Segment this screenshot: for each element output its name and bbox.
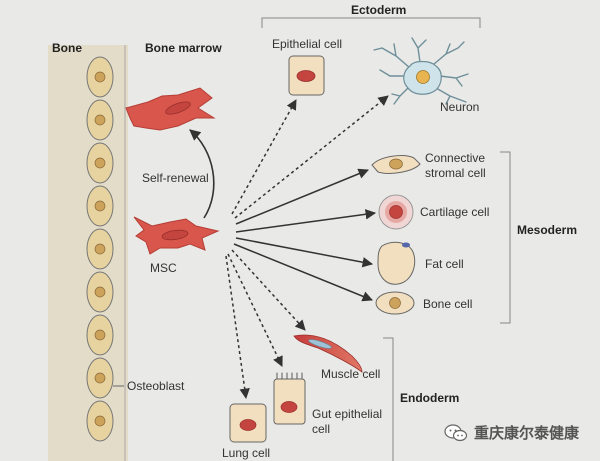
- gut-microvilli: [276, 372, 303, 380]
- osteoblast-cell: [86, 400, 114, 442]
- osteoblast-cell: [86, 185, 114, 227]
- bone-cell-label: Bone cell: [423, 297, 472, 311]
- endoderm-bracket: [383, 337, 394, 461]
- arrow-to-lung: [225, 255, 250, 400]
- osteoblast-cell: [86, 314, 114, 356]
- lung-cell-nucleus: [239, 419, 257, 431]
- watermark-text: 重庆康尔泰健康: [474, 424, 580, 442]
- arrow-to-connective: [235, 168, 369, 225]
- differentiation-arrows: [225, 95, 389, 400]
- arrow-to-neuron: [234, 95, 389, 219]
- arrow-to-gut: [227, 253, 283, 367]
- arrow-to-epithelial: [231, 99, 297, 215]
- arrow-to-cartilage: [235, 209, 377, 233]
- ectoderm-bracket: [261, 17, 481, 28]
- osteoblast-cell: [86, 56, 114, 98]
- epithelial-cell-label: Epithelial cell: [272, 37, 342, 51]
- connective-label-line2: stromal cell: [425, 166, 486, 180]
- neuron-cell: [373, 37, 469, 105]
- osteoblast-cell: [86, 99, 114, 141]
- osteoblast-cell: [86, 357, 114, 399]
- arrow-to-bone-cell: [233, 243, 373, 302]
- osteoblast-label: Osteoblast: [127, 379, 185, 393]
- msc-nucleus: [161, 229, 189, 241]
- osteoblast-cell: [86, 228, 114, 270]
- fat-cell: [377, 241, 416, 285]
- bone-cell-nucleus: [389, 297, 401, 309]
- muscle-cell-nucleus: [308, 339, 332, 349]
- header-bone-marrow: Bone marrow: [145, 41, 222, 55]
- header-endoderm: Endoderm: [400, 391, 459, 405]
- connective-stromal-nucleus: [389, 158, 403, 170]
- arrow-to-muscle: [231, 249, 306, 331]
- epithelial-cell-nucleus: [296, 70, 316, 82]
- lung-cell-label: Lung cell: [222, 446, 270, 460]
- neuron-nucleus: [416, 70, 430, 84]
- wechat-icon: [444, 423, 468, 441]
- msc-label: MSC: [150, 261, 177, 275]
- osteoblast-cell: [86, 142, 114, 184]
- header-ectoderm: Ectoderm: [351, 3, 406, 17]
- watermark: 重庆康尔泰健康: [444, 422, 579, 443]
- cartilage-cell-nucleus: [389, 205, 403, 219]
- header-mesoderm: Mesoderm: [517, 223, 577, 237]
- muscle-cell: [293, 334, 363, 373]
- neuron-label: Neuron: [440, 100, 479, 114]
- mesoderm-bracket: [500, 151, 511, 324]
- self-renewal-arrow: [189, 129, 215, 219]
- fat-cell-label: Fat cell: [425, 257, 464, 271]
- self-renewal-label: Self-renewal: [142, 171, 209, 185]
- cartilage-cell-label: Cartilage cell: [420, 205, 489, 219]
- self-renewed-msc-nucleus: [165, 101, 191, 115]
- arrow-to-fat: [235, 237, 374, 268]
- gut-label-line1: Gut epithelial: [312, 407, 382, 421]
- gut-epithelial-nucleus: [280, 401, 298, 413]
- osteoblast-chain: [86, 56, 114, 442]
- osteoblast-cell: [86, 271, 114, 313]
- header-bone: Bone: [52, 41, 82, 55]
- gut-label-line2: cell: [312, 422, 330, 436]
- connective-label-line1: Connective: [425, 151, 485, 165]
- muscle-cell-label: Muscle cell: [321, 367, 380, 381]
- fat-cell-nucleus: [402, 242, 410, 248]
